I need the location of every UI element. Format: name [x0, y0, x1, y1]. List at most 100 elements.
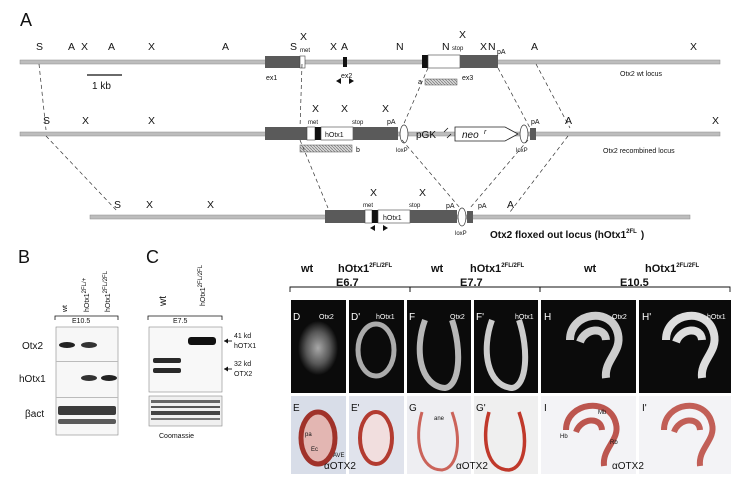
lane-label: wt — [158, 296, 169, 307]
section-signal — [298, 321, 338, 375]
lane-label: wt — [62, 305, 69, 313]
panel-id: G' — [476, 403, 486, 414]
flox-exon-end — [467, 211, 473, 223]
darkfield-row — [291, 300, 731, 393]
rec-exon-end — [530, 128, 536, 140]
flox-stop-label: stop — [409, 203, 421, 209]
wt-locus-line — [19, 59, 721, 65]
row-label: βact — [25, 409, 44, 420]
coomassie-band — [151, 400, 220, 403]
site-label: A — [531, 41, 538, 53]
genotype-text: hOtx1 — [645, 263, 676, 275]
recombined-locus-name: Otx2 recombined locus — [603, 148, 675, 155]
panel-id: F — [409, 312, 415, 323]
site-label: A — [507, 199, 514, 211]
site-label: N — [442, 41, 450, 53]
site-label: X — [82, 115, 89, 127]
site-label: X — [382, 103, 389, 115]
tissue-label: Rb — [610, 440, 618, 446]
wt-exon3-white — [427, 54, 461, 69]
floxed-locus-name-sup: 2FL — [626, 229, 637, 235]
pgk-label: pGK — [416, 130, 436, 141]
site-label: X — [148, 41, 155, 53]
flox-pa-label: pA — [446, 203, 455, 210]
rec-met-block — [315, 127, 321, 140]
flox-pa2-label: pA — [478, 203, 487, 210]
probe-a — [424, 78, 458, 86]
coomassie-label: Coomassie — [159, 433, 194, 440]
rec-pa2-label: pA — [531, 119, 540, 126]
darkfield-labels: D Otx2 D' hOtx1 F Otx2 F' hOtx1 H Otx2 H… — [293, 312, 726, 323]
panel-c-letter: C — [146, 247, 159, 267]
section-stain — [563, 402, 620, 467]
wt-stop-label: stop — [452, 46, 464, 52]
band-label: OTX2 — [234, 371, 252, 378]
site-label: A — [222, 41, 229, 53]
stage-bracket-b — [54, 315, 119, 320]
brightfield-row — [291, 396, 731, 474]
site-label: N — [488, 41, 496, 53]
site-label: A — [565, 115, 572, 127]
wt-exon1 — [265, 56, 305, 68]
neo-r-sup: r — [484, 129, 487, 136]
stage-label: E6.7 — [336, 277, 359, 289]
band-label: 41 kd — [234, 333, 251, 340]
band-otx2-lower — [153, 368, 181, 373]
genotype-label: wt — [300, 263, 314, 275]
site-label: S — [290, 41, 297, 53]
lane-label-text: hOtx1 — [105, 293, 112, 312]
panel-id: D — [293, 312, 300, 323]
rec-gene-label: hOtx1 — [325, 132, 344, 139]
lane-label: hOtx12FL/2FL — [198, 264, 207, 306]
probe-b-label: b — [356, 147, 360, 154]
flox-exon-tail — [410, 210, 457, 223]
panel-id: F' — [476, 312, 484, 323]
scale-bar-label: 1 kb — [92, 81, 111, 92]
band-bact-1 — [58, 406, 116, 415]
site-label: X — [81, 41, 88, 53]
coomassie-band — [151, 411, 220, 415]
neo-label: neo — [462, 130, 479, 141]
wt-pa-label: pA — [497, 49, 506, 56]
section-stain — [417, 411, 459, 472]
band-hotx1-het — [81, 375, 97, 381]
section-stain — [358, 410, 394, 466]
wt-exon3-utr — [460, 55, 498, 68]
antibody-label: αOTX2 — [612, 461, 644, 472]
floxed-locus: loxP hOtx1 S X X X X A met stop pA pA Ot… — [89, 187, 691, 241]
site-label: X — [480, 41, 487, 53]
site-label: A — [108, 41, 115, 53]
lane-label-sup: 2FL/2FL — [103, 270, 109, 293]
section-signal — [416, 318, 462, 392]
blot-divider — [56, 397, 118, 398]
stage-label: E7.7 — [460, 277, 483, 289]
section-stain — [483, 411, 527, 472]
band-otx2-wt — [59, 342, 75, 348]
stage-bracket-c — [147, 315, 223, 320]
site-label: X — [459, 29, 466, 41]
site-label: X — [712, 115, 719, 127]
section-signal — [355, 321, 397, 379]
panel-id: I' — [642, 403, 647, 414]
connector-lines-1 — [38, 63, 571, 131]
wt-met-label: met — [300, 48, 310, 54]
panel-id: E — [293, 403, 300, 414]
rec-utr — [306, 126, 316, 141]
band-bact-2 — [58, 419, 116, 424]
wt-exon2-label: ex2 — [341, 73, 352, 80]
rec-met-label: met — [308, 120, 318, 126]
probe-label: Otx2 — [319, 314, 334, 321]
genotype-label: wt — [430, 263, 444, 275]
genotype-sup: 2FL/2FL — [676, 263, 699, 269]
loxp-site-3 — [457, 207, 467, 227]
panel-b: B wt hOtx12FL/+ hOtx12FL/2FL E10.5 Otx2 … — [18, 247, 119, 436]
site-label: X — [370, 187, 377, 199]
wt-exon3-label: ex3 — [462, 75, 473, 82]
stage-label-b: E10.5 — [72, 318, 90, 325]
recombined-locus: loxP pGK neo r loxP b hOtx1 S X X X X X … — [19, 103, 721, 155]
section-signal — [566, 311, 623, 379]
band-hotx1 — [188, 337, 216, 345]
panel-id: H — [544, 312, 551, 323]
site-label: S — [43, 115, 50, 127]
